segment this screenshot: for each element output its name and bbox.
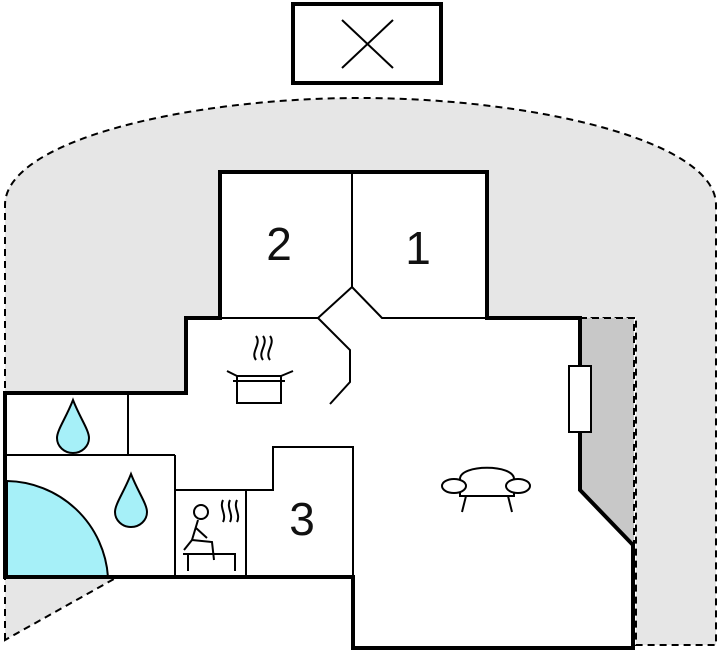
- water-drop-icon: [55, 397, 91, 454]
- sauna-icon: [183, 499, 240, 571]
- inner-walls: [7, 172, 487, 577]
- pool-icon: [6, 479, 110, 578]
- room-label-2: 2: [266, 218, 292, 270]
- house-footprint: [5, 172, 633, 648]
- cooking-pot-icon: [226, 335, 294, 404]
- fireplace-icon: [291, 2, 443, 85]
- room-label-1: 1: [405, 222, 431, 274]
- room-label-3: 3: [289, 493, 315, 545]
- water-drop-icon: [113, 471, 149, 528]
- outer-wall: [3, 170, 635, 650]
- sofa-icon: [441, 466, 531, 513]
- window-icon: [568, 365, 592, 433]
